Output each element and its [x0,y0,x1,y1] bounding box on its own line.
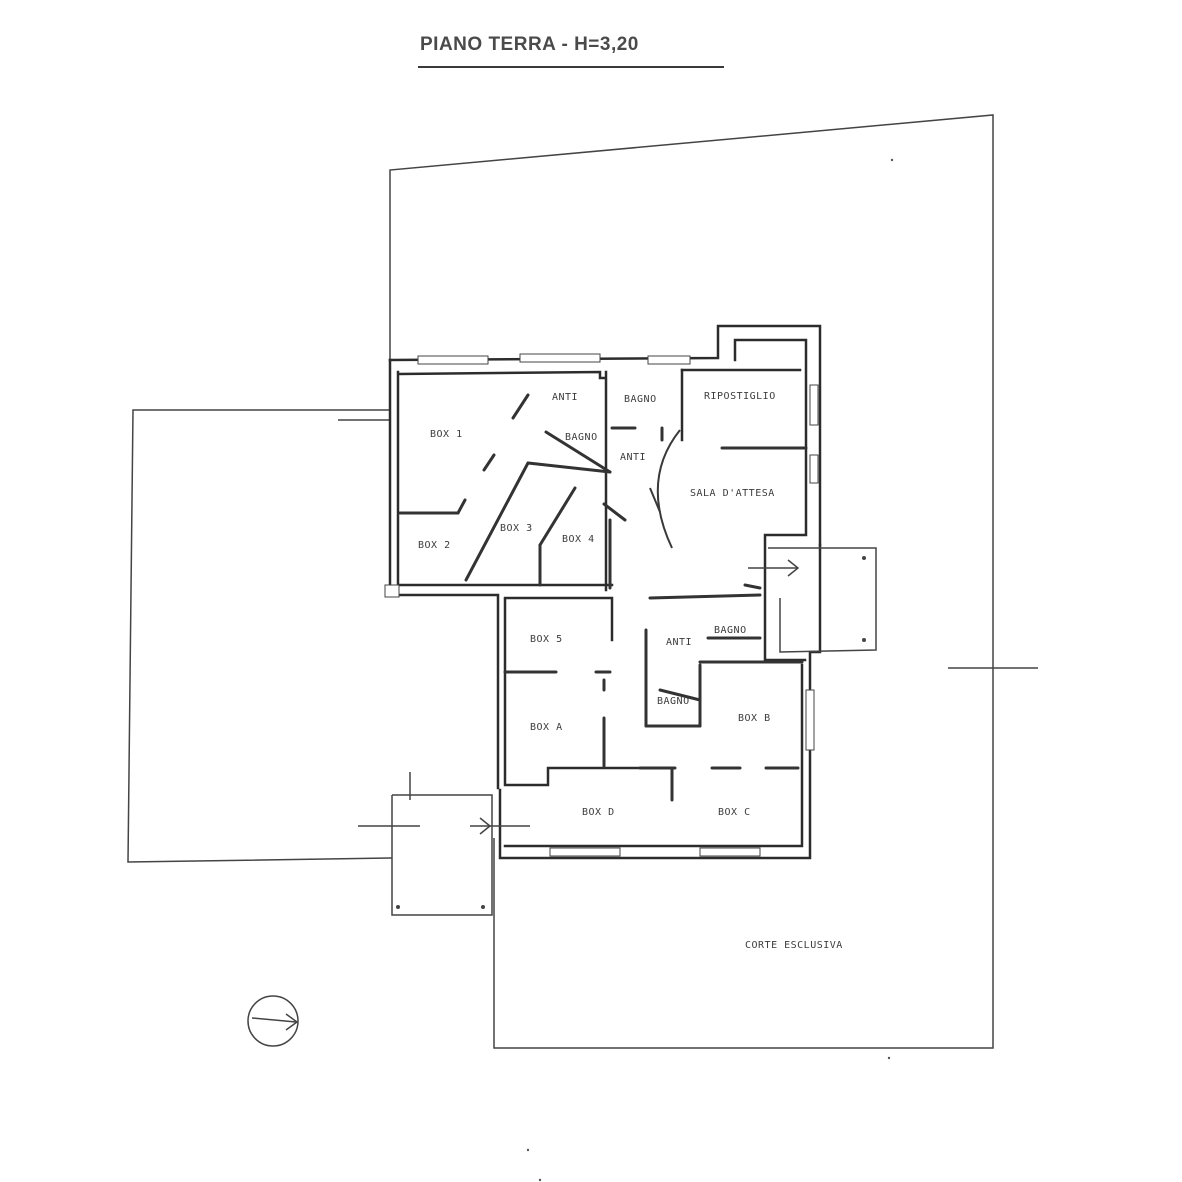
room-label-box4: BOX 4 [562,534,595,545]
entry-porch-east [748,547,877,653]
room-label-boxb: BOX B [738,713,771,724]
door-swings [649,429,681,549]
room-label-boxa: BOX A [530,722,563,733]
entry-porch-west [358,772,530,916]
scan-marks [396,158,894,1182]
room-label-box5: BOX 5 [530,634,563,645]
building-outline [388,324,822,860]
room-label-bagno1: BAGNO [565,432,598,443]
room-label-bagno4: BAGNO [657,696,690,707]
room-label-bagno3: BAGNO [714,625,747,636]
lot-boundary [127,114,1038,1049]
partitions [398,393,808,802]
room-label-bagno2: BAGNO [624,394,657,405]
title-underline [418,66,724,68]
room-label-boxc: BOX C [718,807,751,818]
room-label-corte: CORTE ESCLUSIVA [745,940,843,951]
room-label-box3: BOX 3 [500,523,533,534]
room-label-anti1: ANTI [552,392,578,403]
room-label-sala-attesa: SALA D'ATTESA [690,488,775,499]
north-arrow-icon [247,995,299,1047]
room-label-boxd: BOX D [582,807,615,818]
windows [384,353,819,857]
room-label-anti3: ANTI [666,637,692,648]
plan-title: PIANO TERRA - H=3,20 [420,34,639,55]
room-label-box2: BOX 2 [418,540,451,551]
room-label-box1: BOX 1 [430,429,463,440]
room-label-ripostiglio: RIPOSTIGLIO [704,391,776,402]
room-label-anti2: ANTI [620,452,646,463]
